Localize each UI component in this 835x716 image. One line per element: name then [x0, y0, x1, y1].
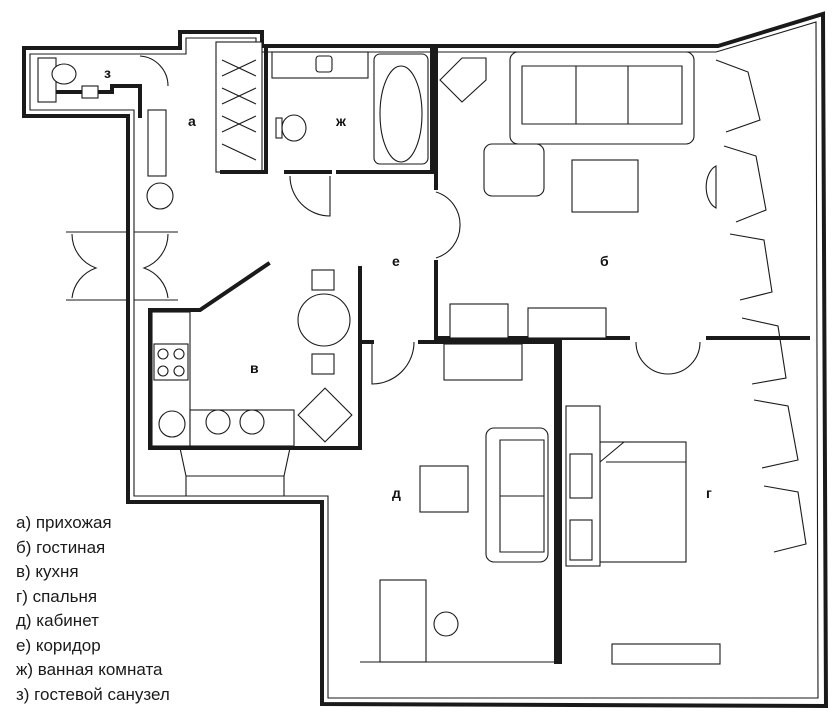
legend-item: д) кабинет	[16, 611, 99, 630]
nightstand	[569, 519, 593, 561]
desk-chair	[433, 611, 459, 637]
sofa-cushions	[521, 65, 683, 125]
room-label-z: з	[104, 65, 111, 81]
room-label-d: д	[392, 485, 401, 501]
legend-item: ж) ванная комната	[16, 660, 163, 679]
hall-bench	[147, 109, 167, 177]
bath-sink	[315, 55, 333, 73]
bay-windows	[715, 59, 807, 553]
kitchen-armchair	[297, 387, 353, 443]
wardrobe	[215, 41, 263, 173]
study-cabinet	[443, 343, 523, 381]
wardrobe-hangers	[221, 59, 257, 161]
legend-item: б) гостиная	[16, 537, 106, 557]
study-sofa-cushions	[499, 439, 545, 553]
kitchen-window	[179, 447, 291, 496]
room-label-a: а	[188, 113, 196, 129]
dining-chair	[311, 353, 335, 375]
living-console	[449, 303, 509, 339]
entrance-doors	[66, 231, 178, 301]
dining-table	[297, 293, 351, 347]
bar-stool	[239, 409, 265, 435]
wall-lamp	[705, 165, 717, 209]
armchair	[483, 143, 545, 197]
room-legend: а) прихожая б) гостиная в) кухня г) спал…	[16, 511, 170, 707]
wc-sink	[81, 85, 99, 99]
kitchen-sink	[158, 410, 186, 438]
bed-blanket	[599, 441, 686, 463]
bed	[599, 441, 687, 563]
bathroom-walls	[220, 44, 434, 174]
wc-door-swing	[139, 55, 169, 87]
desk	[379, 579, 427, 663]
living-door	[435, 191, 461, 259]
room-label-e: е	[392, 253, 400, 269]
room-label-g: г	[706, 485, 712, 501]
room-label-v: в	[250, 360, 259, 376]
guest-toilet	[51, 63, 77, 85]
bath-door-swing	[289, 175, 331, 217]
outer-wall-inner-line	[29, 21, 819, 699]
kitchen-wall-diagonal	[148, 261, 271, 312]
legend-item: а) прихожая	[16, 513, 112, 532]
bedroom-door	[635, 341, 701, 375]
outer-wall	[22, 11, 829, 709]
bath-toilet	[281, 114, 307, 142]
hall-stool	[146, 182, 174, 210]
bath-toilet-tank	[275, 117, 283, 139]
dining-chair	[311, 269, 335, 291]
wc-counter	[37, 57, 57, 103]
coffee-table	[571, 159, 639, 213]
study-walls	[358, 340, 558, 664]
bedroom-dresser	[611, 643, 721, 665]
room-label-b: б	[600, 253, 609, 269]
study-sofa	[485, 427, 549, 563]
nightstand	[569, 453, 593, 499]
legend-item: з) гостевой санузел	[16, 684, 170, 704]
sofa	[509, 51, 695, 145]
corner-cabinet	[439, 57, 487, 103]
bar-stool	[205, 409, 231, 435]
study-door	[371, 341, 415, 385]
legend-item: г) спальня	[16, 586, 98, 606]
living-dresser	[527, 307, 607, 339]
study-table	[419, 465, 469, 513]
legend-item: е) коридор	[16, 635, 101, 655]
bathtub-basin	[379, 65, 423, 163]
legend-item: в) кухня	[16, 562, 79, 581]
kitchen-walls	[148, 266, 362, 450]
room-label-zh: ж	[335, 113, 347, 129]
